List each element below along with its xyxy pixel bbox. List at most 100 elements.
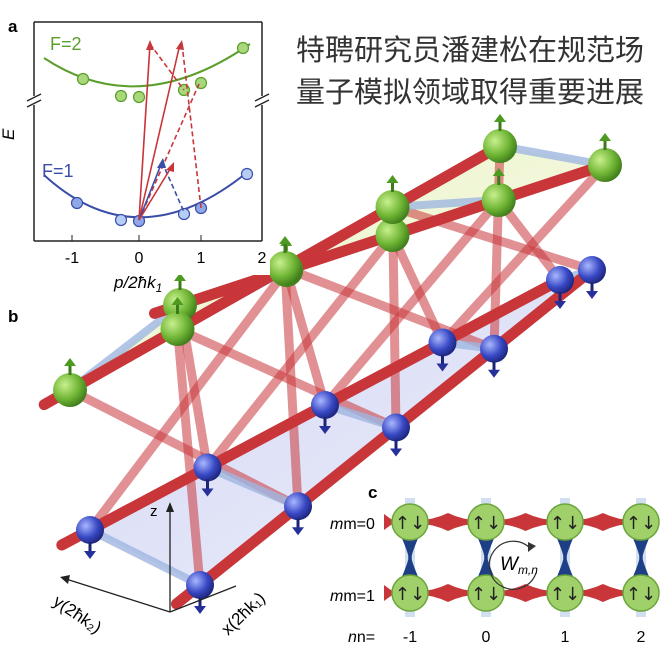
panel-a-background: [0, 0, 270, 275]
diagonal-link: [438, 160, 610, 347]
blue-atom-node: [546, 266, 574, 294]
n-value: -1: [403, 629, 417, 646]
spin-up-head: [64, 358, 76, 366]
x-tick-label: -1: [65, 250, 79, 267]
upper-rung: [499, 142, 606, 169]
axis-x-label: x(2ħk₁): [218, 588, 269, 638]
spin-up-head: [386, 175, 399, 183]
blue-atom-node: [428, 328, 457, 357]
lattice-site: [391, 574, 429, 612]
spin-down-head: [488, 369, 500, 378]
axis-break-right: [256, 96, 268, 105]
spin-pair-label: ↑↓: [550, 513, 580, 534]
spin-pair-label: ↑↓: [626, 513, 656, 534]
axis-y-label: y(2ħk₂): [50, 592, 105, 638]
spin-pair-label: ↑↓: [395, 584, 425, 605]
spin-up-head: [171, 297, 184, 305]
headline-line-1: 特聘研究员潘建松在规范场: [296, 33, 644, 67]
vertical-coupling: [401, 557, 419, 579]
axis-x-line: [169, 585, 237, 613]
blue-atom-node: [578, 256, 606, 284]
horizontal-coupling: [410, 584, 448, 602]
green-atom-node: [375, 190, 410, 224]
spin-down-head: [319, 426, 331, 434]
horizontal-coupling: [603, 513, 641, 531]
panel-c-plaquette: c mm=0 mm=1 nn= ↑↓↑↓↑↓↑↓↑↓↑↓↑↓↑↓ -1 0 1 …: [330, 483, 660, 646]
horizontal-coupling: [448, 513, 486, 531]
lattice-site: [467, 503, 505, 541]
wilson-loop: Wm,n: [488, 540, 538, 590]
horizontal-coupling: [410, 513, 448, 531]
spin-down-head: [554, 301, 566, 309]
spin-down-head: [84, 551, 96, 559]
rail: [170, 264, 598, 610]
spin-pair-label: ↑↓: [395, 513, 425, 534]
band-f2-curve: [43, 43, 251, 88]
panel-a-letter: a: [8, 17, 18, 36]
blue-atom-node: [186, 571, 214, 599]
wilson-loop-label: Wm,n: [500, 554, 538, 577]
horizontal-coupling: [486, 513, 526, 531]
n-label: nn=: [348, 629, 375, 646]
lattice-site: [622, 574, 660, 612]
horizontal-coupling: [448, 584, 486, 602]
panel-a-ylabel: E: [0, 128, 18, 140]
row-m1-label: mm=1: [330, 588, 375, 605]
panel-a-xlabel: p/2ħk1: [113, 273, 162, 295]
vertical-coupling: [556, 536, 574, 558]
band-f2-label: F=2: [50, 34, 82, 54]
spin-pair-label: ↑↓: [626, 584, 656, 605]
horizontal-coupling: [384, 514, 395, 530]
spin-up-head: [279, 236, 291, 244]
blue-atom-node: [480, 334, 508, 363]
horizontal-coupling: [565, 513, 603, 531]
lattice-site: [622, 503, 660, 541]
spin-pair-label: ↑↓: [471, 513, 501, 534]
headline-line-2: 量子模拟领域取得重要进展: [296, 75, 644, 109]
transition-arrows: [138, 40, 202, 221]
panel-c-letter: c: [368, 483, 377, 502]
horizontal-coupling: [525, 584, 565, 602]
vertical-coupling: [477, 536, 495, 558]
green-atom-node: [375, 218, 410, 252]
lattice-site: [391, 503, 429, 541]
green-atom-node: [268, 251, 302, 285]
diagonal-link: [280, 263, 303, 511]
horizontal-coupling: [565, 584, 603, 602]
vertical-coupling: [632, 536, 650, 558]
n-value: 1: [561, 629, 570, 646]
n-value: 2: [637, 629, 646, 646]
wilson-loop-arrow: [488, 540, 537, 590]
rail: [56, 274, 566, 551]
green-atom-node: [481, 183, 516, 217]
diagonal-link: [203, 230, 397, 472]
spin-down-head: [201, 488, 214, 497]
x-tick-label: 2: [258, 250, 267, 267]
horizontal-coupling: [384, 585, 395, 601]
row-m0-label: mm=0: [330, 516, 375, 533]
headline: 特聘研究员潘建松在规范场 量子模拟领域取得重要进展: [296, 33, 644, 109]
green-atom-node: [483, 129, 517, 163]
spin-down-head: [390, 448, 402, 457]
axis-y-line: [65, 578, 171, 613]
axis-z-label: z: [150, 503, 158, 520]
diagonal-link: [388, 202, 597, 275]
spin-up-head: [599, 133, 611, 141]
horizontal-coupling: [486, 584, 526, 602]
blue-atom-node: [311, 391, 339, 419]
green-atom-node: [588, 148, 622, 182]
band-f1-label: F=1: [42, 161, 74, 181]
vertical-coupling: [556, 557, 574, 579]
lattice-site: [546, 503, 584, 541]
spin-down-head: [292, 527, 304, 536]
panel-a-x-ticklabels: -1 0 1 2: [65, 250, 267, 267]
spin-pair-label: ↑↓: [471, 584, 501, 605]
panel-a-dispersion: a: [0, 0, 270, 295]
x-tick-label: 1: [197, 250, 206, 267]
horizontal-coupling: [525, 513, 565, 531]
green-atom-node: [160, 312, 195, 346]
lower-rung: [88, 526, 202, 589]
band-f1-points: [70, 167, 254, 228]
green-atom-node: [53, 373, 87, 407]
